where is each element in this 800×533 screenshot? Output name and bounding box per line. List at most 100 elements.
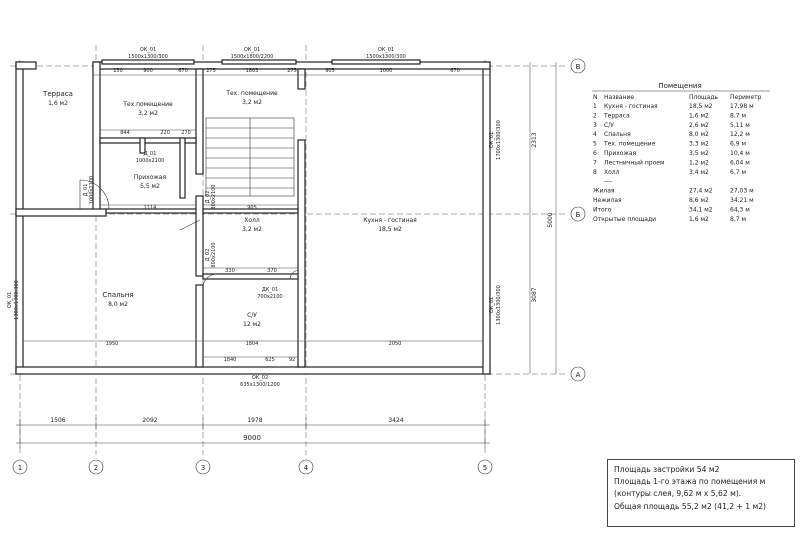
room-area: 5,5 м2 [140,183,160,190]
axis-label: В [576,63,581,71]
axis-label: 5 [483,464,487,472]
axis-label: Б [576,211,581,219]
table-total-cell: Нежилая [593,197,622,204]
table-cell: 3,5 м2 [689,150,709,157]
dim-value: 1803 [246,68,259,74]
dim-value: 330 [225,268,235,274]
table-total-cell: 1,6 м2 [689,216,709,223]
room-name: Тех. помещение [225,90,278,97]
table-cell: 1,6 м2 [689,112,709,119]
dimension-lines [16,62,557,448]
table-total-cell: 8,7 м [730,216,746,223]
window-size: 1300х1300/300 [496,285,502,325]
dim-total: 5000 [547,212,554,227]
room-area: 3,2 м2 [138,110,158,117]
window-size: 635х1300/1200 [240,382,280,388]
table-cell: Спальня [604,131,631,138]
summary-line: Площадь застройки 54 м2 [614,465,720,474]
summary-line: Площадь 1-го этажа по помещения м [614,477,766,487]
axis-bubbles-columns: 1 2 3 4 5 [12,459,493,475]
table-header: Название [604,94,634,101]
window-size: 1700х1300/300 [496,120,502,160]
window-tag: ОК_01 [489,297,495,313]
table-total-cell: 34,21 м [730,197,754,204]
table-cell: 6,7 м [730,169,746,176]
dim-value: 270 [181,130,191,136]
table-cell: 17,98 м [730,103,754,110]
table-total-cell: Открытые площади [593,216,656,223]
dim-value: 370 [267,268,277,274]
opening-labels: ОК_01 1500х1300/300 ОК_01 1500х1800/2200… [7,47,502,388]
table-header: N [593,94,598,101]
dim-value: 905 [247,205,257,211]
table-cell: 2 [593,112,597,119]
dim-value: 150 [113,68,123,74]
window-size: 1300х1300/300 [14,280,20,320]
table-cell: 8 [593,169,597,176]
table-cell: 2,6 м2 [689,122,709,129]
dim-value: 625 [265,357,275,363]
window-tag: ОК_01 [378,47,394,53]
door-tag: Д_02 [205,191,211,204]
dim-value: 670 [450,68,460,74]
dim-value: 1506 [50,417,65,424]
dim-value: 92 [289,357,295,363]
window-tag: ОК_01 [7,292,13,308]
window-tag: ОК_01 [244,47,260,53]
axis-label: А [576,371,581,379]
axis-label: 4 [304,464,309,472]
window-tag: ОК_02 [252,375,268,381]
table-cell: Терраса [603,112,630,119]
door-tag: ДК_01 [262,287,278,293]
table-title: Помещения [658,82,701,90]
table-cell: 3,3 м2 [689,141,709,148]
door-size: 1000х2100 [136,158,164,164]
dim-value: 905 [325,68,335,74]
table-separator: ---- [604,178,613,185]
room-area: 3,2 м2 [242,226,262,233]
dim-value: 670 [178,68,188,74]
room-name: Тех.помещение [122,101,173,108]
table-cell: С/У [604,122,614,129]
dim-value: 844 [120,130,130,136]
dim-value: 220 [160,130,170,136]
table-cell: 6,9 м [730,141,746,148]
dim-value: 2050 [389,341,402,347]
table-cell: Холл [604,169,620,176]
table-total-cell: 27,4 м2 [689,188,713,195]
room-name: Терраса [42,90,73,98]
table-cell: 1 [593,103,597,110]
table-total-cell: 34,1 м2 [689,206,713,213]
table-cell: 3 [593,122,597,129]
table-cell: 8,0 м2 [689,131,709,138]
dim-value: 3087 [531,287,538,302]
dim-value: 1840 [224,357,237,363]
room-name: С/У [247,312,257,319]
axis-label: 1 [18,464,22,472]
table-cell: 6 [593,150,597,157]
room-area: 12 м2 [243,321,261,328]
table-cell: Кухня - гостиная [604,103,658,110]
dim-value: 1978 [247,417,262,424]
table-cell: 4 [593,131,597,138]
dim-value: 275 [287,68,297,74]
table-cell: 12,2 м [730,131,750,138]
door-tag: Д_01 [144,151,157,157]
room-area: 8,0 м2 [108,301,128,308]
axis-label: 2 [94,464,98,472]
area-summary-box: Площадь застройки 54 м2 Площадь 1-го эта… [607,459,795,527]
room-name: Спальня [102,291,133,299]
dim-value: 1804 [246,341,259,347]
window-size: 1500х1300/300 [366,54,406,60]
room-name: Холл [244,217,260,224]
room-name: Прихожая [134,174,167,181]
table-cell: 5 [593,141,597,148]
walls [15,59,491,375]
dim-value: 2092 [142,417,157,424]
table-cell: 3,4 м2 [689,169,709,176]
door-tag: Д_02 [205,249,211,262]
table-cell: Прихожая [604,150,637,157]
dimension-values: 1506 2092 1978 3424 9000 150 900 670 275… [50,68,554,442]
window-tag: ОК_01 [140,47,156,53]
